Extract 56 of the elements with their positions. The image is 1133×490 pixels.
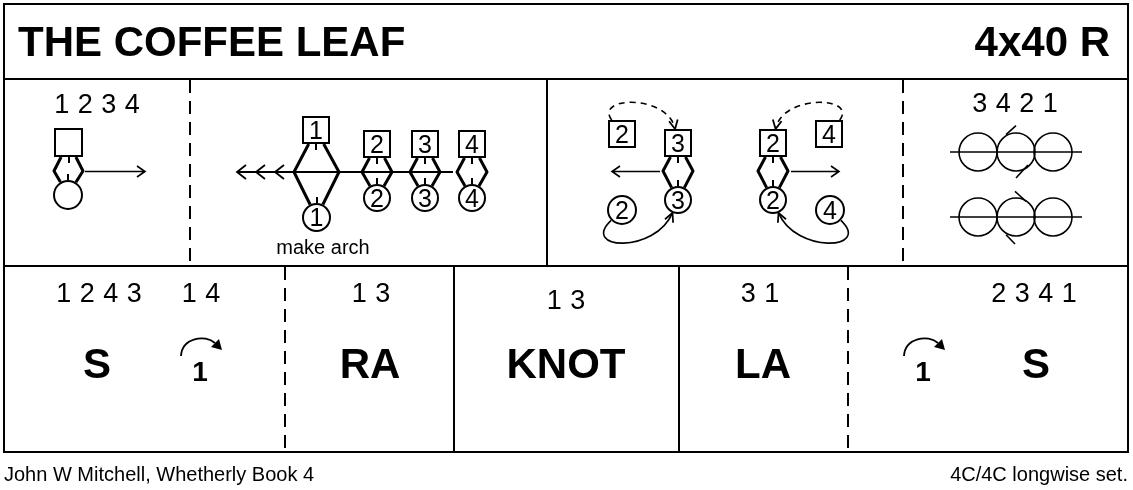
title: THE COFFEE LEAF [18,18,406,66]
hand-hold-line [382,157,394,187]
dancer-circle: 4 [815,195,845,225]
hand-hold-line [455,157,467,187]
position-numbers: 1 3 [351,277,391,309]
turn-number: 1 [915,358,931,386]
hand-hold-line [477,157,489,187]
dancer-circle: 2 [607,195,637,225]
note-text: make arch [276,235,370,259]
formation-text: 4C/4C longwise set. [950,462,1128,486]
dashed-curved-arrow [773,101,844,130]
position-numbers: 3 4 2 1 [972,87,1058,119]
dancer-square: 3 [664,129,692,157]
position-numbers: 2 3 4 1 [991,277,1077,309]
dancer-circle: 3 [411,184,439,212]
hand-hold-line [408,157,420,187]
figure-call: S [83,340,111,388]
hand-hold-line [74,156,85,184]
curved-arrow [777,212,850,244]
dancer-square: 3 [411,130,439,158]
dancer-square: 1 [302,116,330,144]
position-numbers: 1 3 [546,284,586,316]
tempo-text: 4x40 R [974,18,1110,66]
dancer-square: 2 [608,120,636,148]
hand-hold-line [778,156,790,189]
figure-call: RA [339,340,401,388]
figure-call: LA [735,340,791,388]
dancer-circle: 4 [458,184,486,212]
hand-hold-line [292,143,312,206]
dancer-square: 4 [815,120,843,148]
dancer-circle: 1 [302,203,331,232]
hand-hold-line [430,157,442,187]
dancer-square: 2 [363,130,391,158]
dancer-circle [53,180,83,210]
position-numbers: 1 2 4 3 [56,277,142,309]
dashed-curved-arrow [608,101,677,130]
hand-hold-line [661,156,673,189]
hand-hold-line [360,157,372,187]
hand-hold-line [52,156,63,183]
dancer-circle: 2 [759,186,787,214]
figure-call: S [1022,340,1050,388]
credit-text: John W Mitchell, Whetherly Book 4 [4,462,315,486]
dancer-square: 4 [458,130,486,158]
hand-hold-line [321,143,341,206]
position-numbers: 1 2 3 4 [54,88,140,120]
dancer-square [54,128,83,157]
dancer-circle: 2 [363,184,391,212]
position-numbers: 1 4 [181,277,221,309]
hand-hold-line [683,156,695,189]
dancer-square: 2 [759,129,787,157]
figure-call: KNOT [506,340,626,388]
hand-hold-line [756,156,768,189]
turn-number: 1 [192,358,208,386]
position-numbers: 3 1 [740,277,780,309]
curved-arrow [602,212,674,244]
dancer-circle: 3 [664,186,692,214]
